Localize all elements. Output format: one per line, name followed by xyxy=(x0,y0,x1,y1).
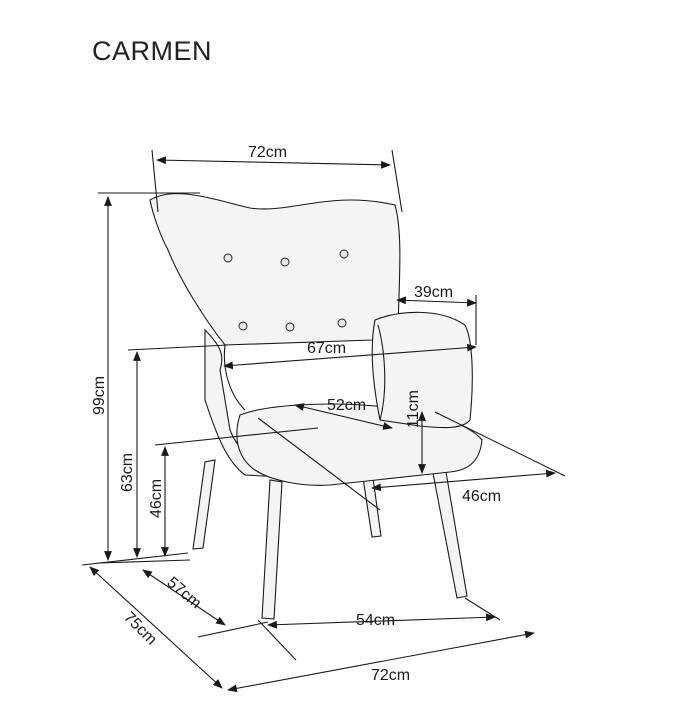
label-leg-depth: 57cm xyxy=(163,574,204,612)
dim-line-base-width xyxy=(227,630,535,693)
label-seat-width: 67cm xyxy=(307,340,346,357)
front-left-leg xyxy=(261,479,283,620)
label-total-height: 99cm xyxy=(91,376,108,415)
dim-line-total-depth xyxy=(89,566,223,689)
rear-left-leg xyxy=(192,459,216,550)
right-armrest xyxy=(371,311,473,429)
dim-line-right-depth xyxy=(371,469,556,492)
label-seat-height: 46cm xyxy=(148,479,165,518)
backrest xyxy=(149,193,401,346)
label-base-width: 72cm xyxy=(371,667,410,684)
dim-line-seat-width xyxy=(223,343,477,370)
label-armrest-height: 63cm xyxy=(119,453,136,492)
dim-line-armrest-depth xyxy=(396,296,477,307)
front-right-leg xyxy=(431,465,468,599)
label-armrest-depth: 39cm xyxy=(414,284,453,301)
tufting-buttons xyxy=(223,249,349,332)
dim-line-top-width xyxy=(156,156,391,169)
product-title: CARMEN xyxy=(92,36,213,66)
armchair-illustration xyxy=(149,193,483,620)
dim-line-leg-width xyxy=(267,613,496,629)
label-cushion-thickness: 11cm xyxy=(405,390,422,428)
dim-line-seat-depth xyxy=(294,403,393,430)
rear-right-leg xyxy=(362,477,382,538)
label-seat-depth: 52cm xyxy=(327,397,366,414)
label-right-depth: 46cm xyxy=(462,488,501,505)
label-top-width: 72cm xyxy=(248,144,287,161)
label-total-depth: 75cm xyxy=(120,609,160,649)
label-leg-width: 54cm xyxy=(356,612,395,629)
